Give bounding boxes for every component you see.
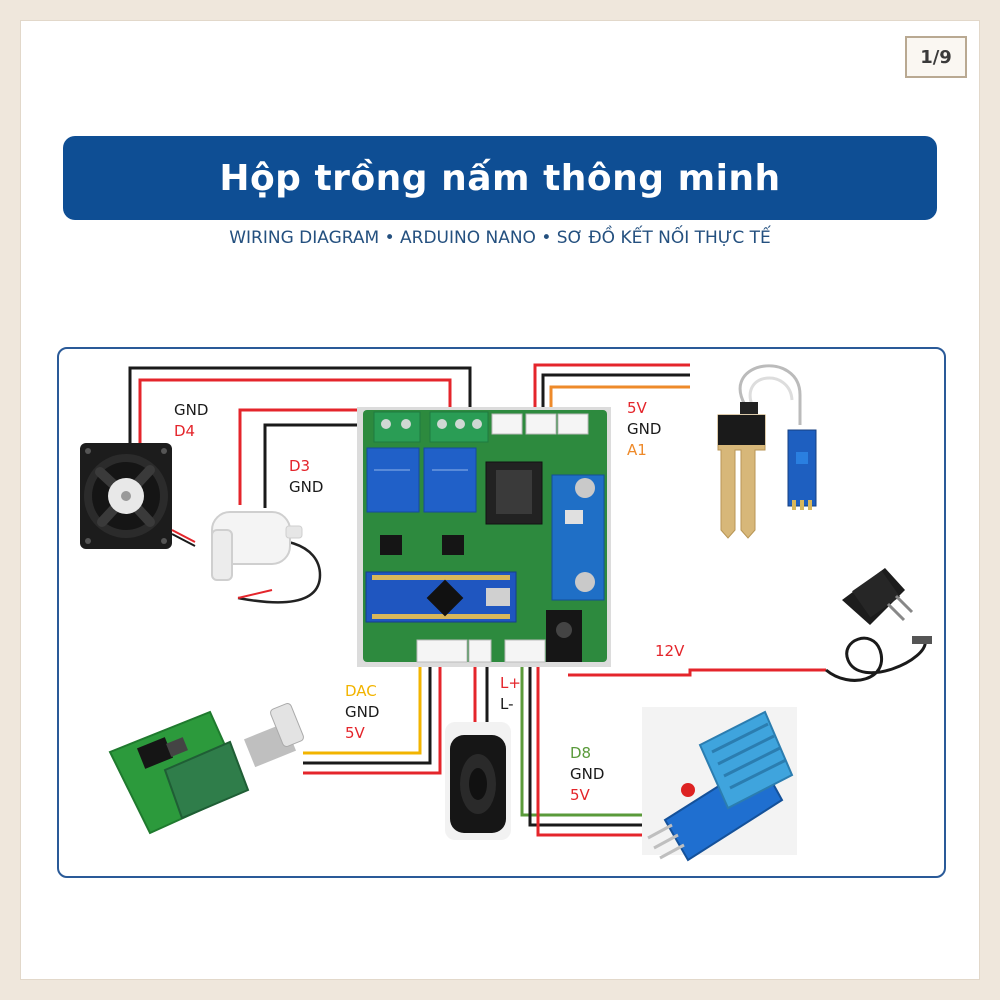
wire-dht-red <box>536 665 642 837</box>
wire-soil-orange <box>549 385 690 415</box>
label-amp-5v: 5V <box>345 724 365 742</box>
cooling-fan <box>80 443 196 549</box>
wire-amp-red <box>303 665 442 775</box>
wire-fan-black <box>128 366 472 445</box>
main-control-board <box>357 407 611 667</box>
dht-sensor <box>642 707 797 862</box>
label-amp-dac: DAC <box>345 682 377 700</box>
speaker <box>445 722 511 840</box>
wire-amp-black <box>303 665 432 765</box>
wire-soil-red <box>533 363 690 415</box>
label-soil-a1: A1 <box>627 441 647 459</box>
label-pump-gnd: GND <box>289 478 324 496</box>
amplifier-module <box>108 703 304 835</box>
label-dht-5v: 5V <box>570 786 590 804</box>
page-indicator: 1/9 <box>905 36 967 78</box>
label-soil-5v: 5V <box>627 399 647 417</box>
wire-power-red <box>568 668 826 677</box>
power-adapter-12v <box>825 568 932 682</box>
page-indicator-text: 1/9 <box>920 46 952 68</box>
label-soil-gnd: GND <box>627 420 662 438</box>
label-fan-d4: D4 <box>174 422 196 440</box>
soil-moisture-sensor <box>717 364 817 539</box>
label-amp-gnd: GND <box>345 703 380 721</box>
wire-dht-green <box>520 665 642 817</box>
wire-soil-black <box>541 373 690 415</box>
label-dht-d8: D8 <box>570 744 592 762</box>
label-fan-gnd: GND <box>174 401 209 419</box>
wire-fan-red <box>138 378 452 452</box>
wire-dht-black <box>528 665 642 827</box>
label-speaker-lplus: L+ <box>500 674 521 692</box>
page-subtitle: WIRING DIAGRAM • ARDUINO NANO • SƠ ĐỒ KẾ… <box>229 228 771 248</box>
page-title: Hộp trồng nấm thông minh <box>219 157 781 199</box>
title-banner: Hộp trồng nấm thông minh <box>63 136 937 220</box>
label-power-12v: 12V <box>655 642 685 660</box>
label-dht-gnd: GND <box>570 765 605 783</box>
water-pump <box>211 511 322 604</box>
label-pump-d3: D3 <box>289 457 311 475</box>
wire-amp-yellow <box>303 665 422 755</box>
label-speaker-lminus: L- <box>500 695 514 713</box>
